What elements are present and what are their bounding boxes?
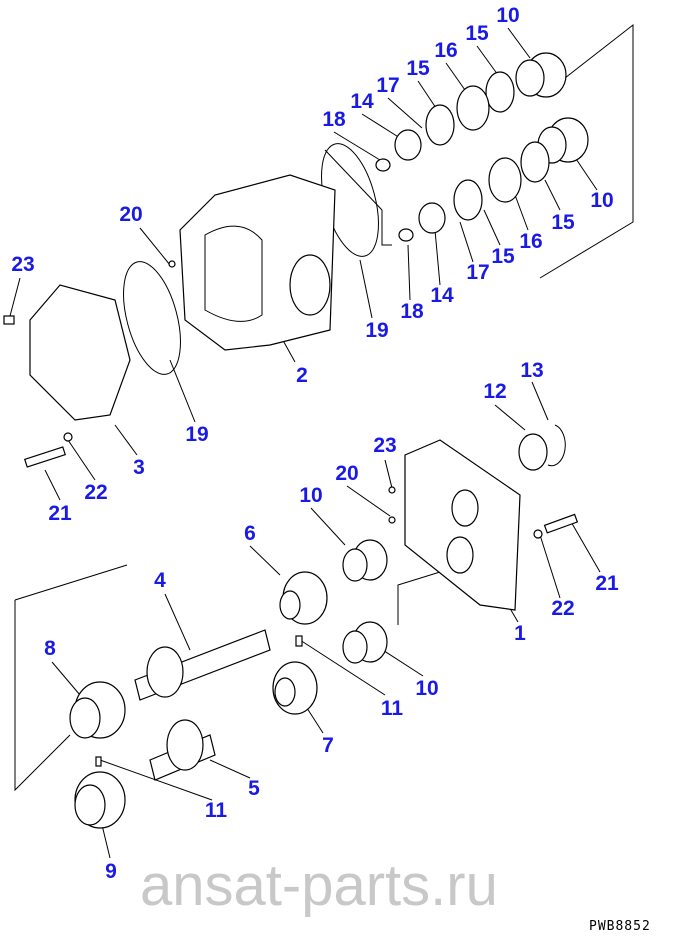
watermark: ansat-parts.ru [140, 853, 498, 918]
ring-15 [485, 71, 515, 113]
callout-22: 22 [84, 481, 107, 504]
callout-19: 19 [365, 319, 388, 342]
callout-14: 14 [350, 90, 374, 113]
callout-15: 15 [491, 245, 515, 268]
parts [3, 52, 589, 829]
callout-19: 19 [185, 423, 208, 446]
callout-15: 15 [406, 57, 430, 80]
callout-16: 16 [434, 39, 457, 62]
cover-3 [29, 284, 131, 421]
callout-15: 15 [551, 211, 575, 234]
callout-11: 11 [381, 697, 404, 720]
callout-9: 9 [105, 860, 117, 883]
ring-16 [456, 85, 490, 131]
callout-17: 17 [466, 261, 489, 284]
callout-6: 6 [244, 522, 256, 545]
ring-15 [425, 104, 455, 146]
callout-13: 13 [520, 359, 543, 382]
callout-2: 2 [296, 364, 308, 387]
callout-23: 23 [373, 434, 396, 457]
callout-10: 10 [299, 484, 322, 507]
callout-14: 14 [430, 284, 454, 307]
callout-8: 8 [44, 637, 56, 660]
callout-15: 15 [465, 22, 489, 45]
callout-10: 10 [496, 4, 519, 27]
callout-20: 20 [335, 462, 358, 485]
callout-11: 11 [205, 799, 228, 822]
callout-3: 3 [133, 456, 145, 479]
drawing-code: PWB8852 [589, 919, 651, 934]
callout-17: 17 [376, 74, 399, 97]
callout-16: 16 [519, 230, 542, 253]
callout-10: 10 [415, 677, 438, 700]
callout-23: 23 [11, 253, 34, 276]
callout-5: 5 [248, 777, 260, 800]
callout-21: 21 [595, 572, 619, 595]
seal-18 [375, 158, 391, 172]
callout-labels: 10 15 16 15 17 14 18 10 15 16 15 17 14 1… [11, 4, 619, 883]
callout-10: 10 [590, 189, 613, 212]
callout-21: 21 [48, 502, 72, 525]
callout-4: 4 [154, 569, 166, 592]
callout-22: 22 [551, 597, 574, 620]
callout-1: 1 [514, 622, 526, 645]
callout-7: 7 [322, 734, 334, 757]
callout-18: 18 [400, 300, 424, 323]
callout-12: 12 [483, 380, 506, 403]
callout-18: 18 [322, 108, 346, 131]
callout-20: 20 [119, 203, 142, 226]
plate-14 [394, 129, 422, 161]
